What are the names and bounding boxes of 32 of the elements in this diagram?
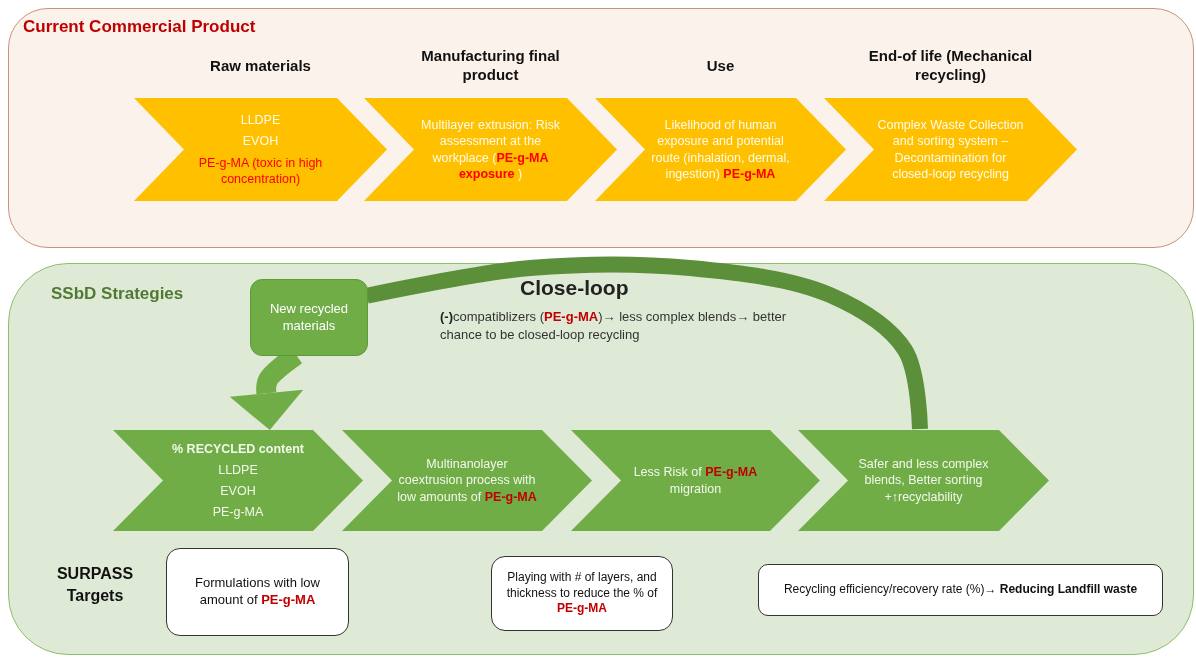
step-heading: Manufacturing final product	[420, 47, 561, 85]
step-text: % RECYCLED content	[172, 440, 304, 457]
step-text: Complex Waste Collection and sorting system – Decontamination for closed-loop recycling	[876, 117, 1025, 182]
step-text: PE-g-MA (toxic in high concentration)	[197, 154, 324, 187]
step-text: EVOH	[242, 133, 279, 150]
target-box	[166, 548, 349, 636]
box-text: Formulations with low amount of PE-g-MA	[194, 575, 321, 609]
step-text: LLDPE	[218, 461, 258, 478]
step-heading: End-of life (Mechanical recycling)	[867, 47, 1034, 85]
process-box	[250, 279, 368, 356]
step-text: Multinanolayer coextrusion process with low amounts of PE-g-MA	[396, 456, 538, 505]
step-text: LLDPE	[240, 112, 281, 129]
step-heading: Use	[706, 56, 735, 76]
box-text: Playing with # of layers, and thickness to reduce the % of PE-g-MA	[505, 570, 659, 617]
step-text: PE-g-MA	[212, 504, 264, 521]
step-text: Safer and less complex blends, Better sorting +↑recyclability	[857, 456, 990, 505]
target-box	[758, 564, 1163, 616]
section-title: SSbD Strategies	[51, 284, 184, 304]
box-text: Recycling efficiency/recovery rate (%)→ Reducing Landfill waste	[783, 582, 1138, 598]
target-box	[491, 556, 673, 631]
section-panel	[8, 8, 1194, 248]
section-title: Current Commercial Product	[23, 17, 256, 37]
step-text: Multilayer extrusion: Risk assessment at the workplace (PE-g-MA exposure )	[420, 117, 561, 182]
step-heading: Raw materials	[210, 56, 311, 76]
note-text: (-)compatiblizers (PE-g-MA)→ less complex blends→ better chance to be closed-loop recycling	[440, 308, 788, 344]
box-text: New recycled materials	[269, 300, 349, 335]
step-text: Likelihood of human exposure and potential route (inhalation, dermal, ingestion) PE-g-MA	[650, 117, 791, 182]
row-label: SURPASS Targets	[55, 564, 135, 606]
section-heading: Close-loop	[520, 275, 630, 301]
section-panel	[8, 263, 1194, 655]
step-text: EVOH	[220, 483, 256, 500]
step-text: Less Risk of PE-g-MA migration	[632, 464, 759, 497]
